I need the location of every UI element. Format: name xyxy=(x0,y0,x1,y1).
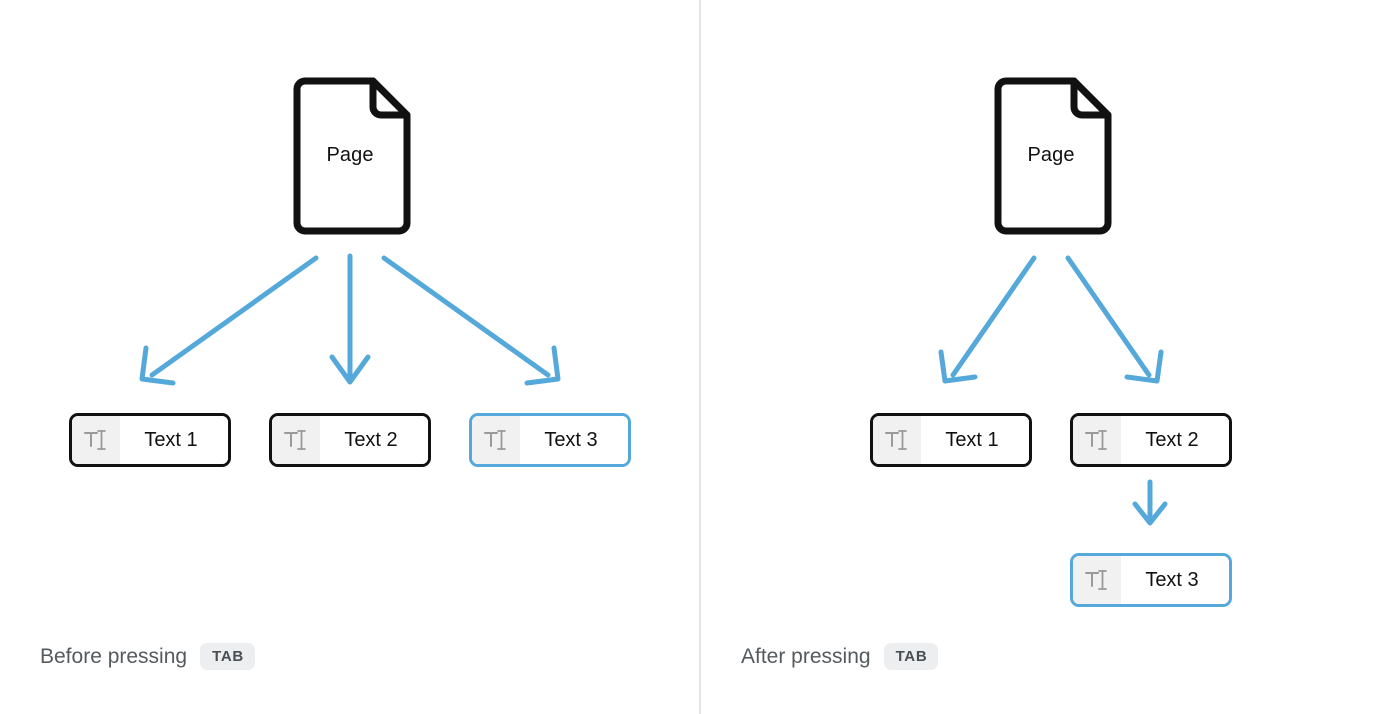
text-field-node-3[interactable]: Text 3 xyxy=(1070,553,1232,607)
page-document-icon xyxy=(293,77,411,235)
arrow-page-to-text1 xyxy=(938,255,1037,384)
page-node-label: Page xyxy=(326,144,374,166)
before-caption: Before pressing TAB xyxy=(40,643,255,670)
after-panel: Page Text 1 xyxy=(701,0,1400,714)
text-tool-icon xyxy=(72,416,120,464)
text-field-node-1[interactable]: Text 1 xyxy=(69,413,231,467)
page-node[interactable]: Page xyxy=(289,77,411,235)
arrow-page-to-text2 xyxy=(329,253,371,385)
text-field-label-3: Text 3 xyxy=(1121,556,1229,604)
page-node[interactable]: Page xyxy=(990,77,1112,235)
after-caption-text: After pressing xyxy=(741,644,871,668)
tab-key-badge: TAB xyxy=(200,643,255,670)
text-field-node-1[interactable]: Text 1 xyxy=(870,413,1032,467)
text-field-label-2: Text 2 xyxy=(320,416,428,464)
text-tool-icon xyxy=(1073,416,1121,464)
text-field-node-3[interactable]: Text 3 xyxy=(469,413,631,467)
arrow-page-to-text1 xyxy=(139,255,319,386)
text-tool-icon xyxy=(1073,556,1121,604)
tab-key-badge: TAB xyxy=(883,643,939,670)
text-tool-icon xyxy=(472,416,520,464)
arrow-page-to-text2 xyxy=(1065,255,1164,384)
text-tool-icon xyxy=(873,416,921,464)
text-tool-icon xyxy=(272,416,320,464)
before-panel: Page Text 1 xyxy=(0,0,699,714)
arrow-page-to-text3 xyxy=(381,255,561,386)
before-caption-text: Before pressing xyxy=(40,644,188,668)
text-field-node-2[interactable]: Text 2 xyxy=(1070,413,1232,467)
text-field-label-2: Text 2 xyxy=(1121,416,1229,464)
arrow-text2-to-text3 xyxy=(1132,479,1168,526)
text-field-label-3: Text 3 xyxy=(520,416,628,464)
page-node-label: Page xyxy=(1027,144,1075,166)
text-field-label-1: Text 1 xyxy=(921,416,1029,464)
text-field-node-2[interactable]: Text 2 xyxy=(269,413,431,467)
after-caption: After pressing TAB xyxy=(741,643,939,670)
panel-divider xyxy=(699,0,701,714)
text-field-label-1: Text 1 xyxy=(120,416,228,464)
page-document-icon xyxy=(994,77,1112,235)
